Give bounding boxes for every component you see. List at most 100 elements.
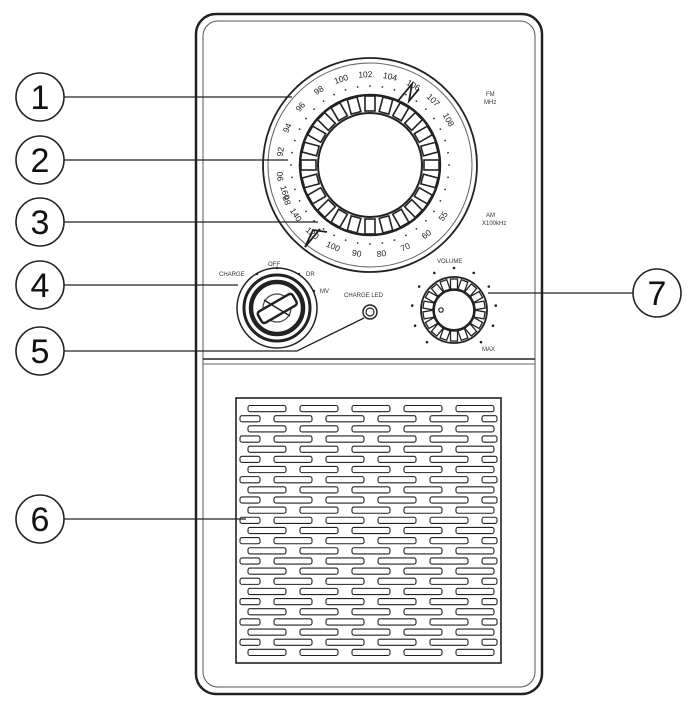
scale-dot	[369, 85, 371, 87]
callout-3: 3	[15, 197, 65, 247]
mode-dot-dr	[297, 272, 301, 276]
scale-dot	[356, 242, 359, 244]
grille-slot	[377, 476, 417, 484]
volume-knob[interactable]	[410, 266, 498, 344]
callout-7-number: 7	[648, 275, 667, 313]
scale-dot	[444, 139, 447, 142]
grille-slot	[299, 404, 339, 413]
grille-slot	[247, 608, 287, 616]
volume-grip-tooth	[457, 327, 469, 342]
grille-slot	[377, 415, 417, 423]
dial-outer-ring-2	[267, 62, 473, 268]
grille-slot	[377, 435, 417, 443]
am-scale-label: 160	[278, 184, 292, 201]
grille-slot	[325, 516, 365, 524]
fm-scale-label: 98	[312, 83, 326, 97]
callout-2-circle	[15, 135, 65, 185]
callout-5-number: 5	[31, 333, 50, 371]
grille-slot	[273, 638, 313, 646]
grille-slot	[377, 516, 417, 524]
scale-dot	[344, 239, 347, 242]
grille-slot	[403, 425, 443, 433]
dial-grip-tooth	[413, 125, 434, 144]
scale-dot	[447, 176, 449, 179]
grille-slot	[377, 638, 417, 646]
grille-slot	[325, 537, 365, 545]
volume-scale-dot	[491, 324, 495, 328]
speaker-grille-slots	[239, 404, 498, 657]
scale-dot	[415, 228, 418, 230]
grille-slot	[273, 577, 313, 585]
grille-slot	[299, 567, 339, 575]
grille-slot	[481, 597, 498, 606]
volume-scale-dot	[487, 285, 491, 288]
callout-7: 7	[632, 268, 682, 318]
scale-dot	[424, 219, 427, 222]
grille-slot	[429, 476, 469, 484]
grille-slot	[351, 587, 391, 596]
callout-5-circle	[15, 326, 65, 376]
dial-grip-tooth	[364, 95, 376, 112]
grille-slot	[247, 425, 287, 433]
grille-slot	[455, 404, 495, 413]
grille-slot	[377, 577, 417, 585]
volume-grip-tooth	[473, 300, 486, 311]
grille-slot	[429, 455, 469, 464]
dial-grip-tooth	[423, 159, 440, 171]
grille-slot	[351, 486, 391, 494]
scale-dot	[404, 93, 407, 96]
grille-slot	[239, 618, 261, 626]
scale-dot	[322, 228, 325, 230]
volume-grip-tooth	[422, 300, 435, 311]
grille-slot	[247, 465, 287, 474]
grille-slot	[481, 557, 498, 565]
dial-knob-grip	[300, 95, 440, 235]
grille-slot	[429, 435, 469, 443]
am-band-label: AM	[486, 213, 495, 219]
scale-dot	[439, 199, 442, 202]
grille-slot	[239, 597, 261, 606]
mode-switch[interactable]	[236, 267, 318, 349]
grille-slot	[239, 415, 261, 423]
scale-dots	[290, 85, 450, 245]
mode-dr-label: DR	[306, 272, 315, 278]
grille-slot	[403, 506, 443, 514]
volume-grip-tooth	[439, 327, 451, 342]
grille-slot	[247, 547, 287, 555]
grille-slot	[455, 425, 495, 433]
grille-slot	[377, 496, 417, 504]
grille-slot	[351, 628, 391, 636]
grille-slot	[325, 415, 365, 423]
grille-slot	[273, 476, 313, 484]
am-scale-label: 60	[419, 227, 433, 241]
callout-2-number: 2	[31, 142, 50, 180]
grille-slot	[299, 506, 339, 514]
scale-dot	[298, 199, 301, 202]
grille-slot	[455, 445, 495, 453]
grille-slot	[247, 404, 287, 413]
fm-pointer	[396, 80, 420, 105]
volume-grip-tooth	[449, 278, 459, 290]
dial-grip-tooth	[301, 141, 321, 157]
grille-slot	[481, 435, 498, 443]
volume-scale-dot	[479, 340, 483, 344]
grille-slot	[481, 618, 498, 626]
grille-slot	[239, 435, 261, 443]
fm-unit-label: MHz	[484, 100, 496, 106]
grille-slot	[247, 628, 287, 636]
scale-dot	[293, 139, 296, 142]
callout-3-number: 3	[31, 204, 50, 242]
grille-slot	[481, 516, 498, 524]
fm-scale-label: 107	[425, 91, 442, 108]
scale-dot	[393, 88, 396, 91]
mode-dot-off	[275, 266, 279, 270]
scale-dot	[333, 234, 336, 237]
grille-slot	[351, 445, 391, 453]
scale-dot	[433, 210, 435, 213]
dial-grip-tooth	[378, 214, 394, 234]
grille-slot	[377, 618, 417, 626]
grille-slot	[429, 557, 469, 565]
fm-scale-label: 92	[275, 146, 286, 157]
